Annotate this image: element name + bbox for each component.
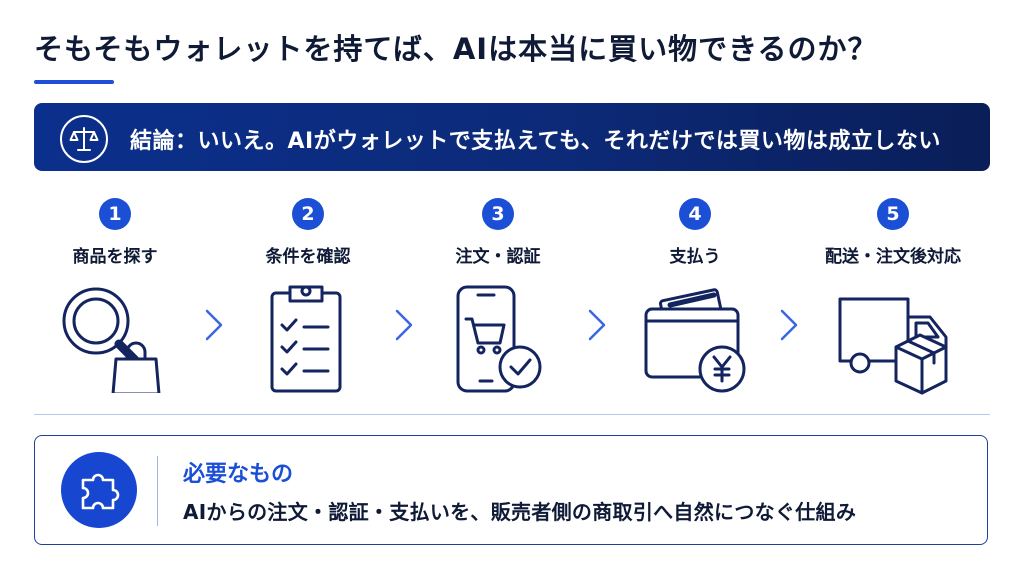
chevron-right-icon	[780, 309, 798, 341]
conclusion-banner: 結論：いいえ。AIがウォレットで支払えても、それだけでは買い物は成立しない	[34, 103, 990, 171]
page-title: そもそもウォレットを持てば、AIは本当に買い物できるのか？	[34, 32, 878, 66]
step-label: 配送・注文後対応	[825, 247, 961, 267]
chevron-right-icon	[395, 309, 413, 341]
wallet-yen-icon	[644, 288, 746, 393]
chevron-right-icon	[205, 309, 223, 341]
step-number: 5	[877, 198, 909, 230]
step-number: 2	[292, 198, 324, 230]
scales-icon	[60, 115, 108, 163]
requirement-title: 必要なもの	[183, 462, 294, 487]
step-4: 4 支払う	[620, 198, 770, 267]
step-5: 5 配送・注文後対応	[818, 198, 968, 267]
step-2: 2 条件を確認	[233, 198, 383, 267]
step-label: 支払う	[669, 247, 721, 267]
truck-box-icon	[838, 297, 948, 395]
magnifier-bag-icon	[62, 287, 161, 393]
step-3: 3 注文・認証	[423, 198, 573, 267]
step-label: 商品を探す	[72, 247, 158, 267]
phone-cart-check-icon	[456, 285, 542, 393]
requirement-text: AIからの注文・認証・支払いを、販売者側の商取引へ自然につなぐ仕組み	[183, 500, 857, 524]
puzzle-icon	[61, 452, 137, 528]
step-label: 注文・認証	[455, 247, 541, 267]
step-number: 1	[99, 198, 131, 230]
title-underline	[34, 80, 114, 84]
step-number: 3	[482, 198, 514, 230]
conclusion-text: 結論：いいえ。AIがウォレットで支払えても、それだけでは買い物は成立しない	[130, 129, 941, 154]
section-divider	[34, 414, 990, 415]
step-label: 条件を確認	[265, 247, 351, 267]
chevron-right-icon	[588, 309, 606, 341]
requirement-box: 必要なもの AIからの注文・認証・支払いを、販売者側の商取引へ自然につなぐ仕組み	[34, 435, 988, 545]
step-number: 4	[679, 198, 711, 230]
vertical-separator	[157, 456, 158, 526]
clipboard-checklist-icon	[270, 285, 342, 393]
step-1: 1 商品を探す	[40, 198, 190, 267]
